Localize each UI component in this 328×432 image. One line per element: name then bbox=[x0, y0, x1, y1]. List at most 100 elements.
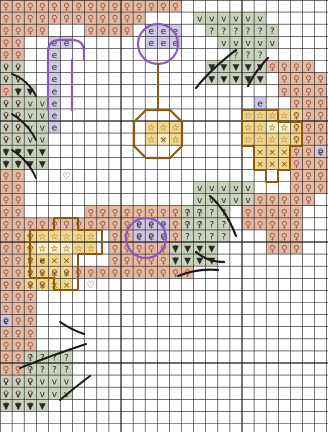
stitch-symbol: e bbox=[3, 317, 9, 327]
stitch-symbol: ☆ bbox=[292, 136, 300, 146]
stitch-symbol: ? bbox=[209, 220, 214, 230]
stitch-symbol: e bbox=[161, 27, 167, 37]
stitch-symbol: ▼ bbox=[232, 75, 239, 85]
stitch-symbol: ▼ bbox=[172, 245, 179, 255]
stitch-symbol: ♀ bbox=[3, 269, 10, 279]
stitch-symbol: ♀ bbox=[257, 196, 264, 206]
stitch-symbol: ♀ bbox=[112, 15, 119, 25]
stitch-symbol: ? bbox=[197, 220, 202, 230]
stitch-symbol: ♀ bbox=[87, 269, 94, 279]
heart-symbol: ♡ bbox=[87, 281, 95, 291]
stitch-symbol: e bbox=[148, 232, 154, 242]
stitch-symbol: ♀ bbox=[112, 27, 119, 37]
stitch-symbol: ♀ bbox=[3, 15, 10, 25]
stitch-symbol: ♀ bbox=[281, 63, 288, 73]
stitch-symbol: ? bbox=[197, 232, 202, 242]
stitch-symbol: ♀ bbox=[281, 220, 288, 230]
stitch-symbol: ☆ bbox=[280, 136, 288, 146]
stitch-symbol: ☆ bbox=[256, 136, 264, 146]
stitch-symbol: v bbox=[233, 196, 239, 206]
stitch-symbol: ? bbox=[270, 27, 275, 37]
stitch-symbol: ♀ bbox=[15, 232, 22, 242]
stitch-symbol: ♀ bbox=[3, 51, 10, 61]
stitch-symbol: ♀ bbox=[3, 220, 10, 230]
stitch-symbol: ♀ bbox=[317, 160, 324, 170]
stitch-symbol: ♀ bbox=[3, 184, 10, 194]
stitch-symbol: ☆ bbox=[147, 124, 155, 134]
stitch-symbol: v bbox=[40, 378, 46, 388]
stitch-symbol: ♀ bbox=[305, 148, 312, 158]
stitch-symbol: ♀ bbox=[136, 3, 143, 13]
stitch-symbol: v bbox=[3, 124, 9, 134]
stitch-symbol: ♀ bbox=[27, 305, 34, 315]
stitch-symbol: v bbox=[209, 184, 215, 194]
stitch-symbol: v bbox=[221, 196, 227, 206]
stitch-symbol: v bbox=[40, 124, 46, 134]
stitch-symbol: ♀ bbox=[124, 269, 131, 279]
stitch-symbol: ♀ bbox=[51, 3, 58, 13]
stitch-symbol: ♀ bbox=[3, 305, 10, 315]
stitch-symbol: ♀ bbox=[3, 281, 10, 291]
stitch-symbol: ♀ bbox=[293, 208, 300, 218]
highlight-cell bbox=[63, 75, 71, 83]
stitch-symbol: e bbox=[136, 220, 142, 230]
stitch-symbol: ? bbox=[246, 51, 251, 61]
stitch-symbol: ♀ bbox=[15, 184, 22, 194]
stitch-symbol: ♀ bbox=[27, 329, 34, 339]
stitch-symbol: ? bbox=[64, 353, 69, 363]
stitch-symbol: e bbox=[52, 63, 58, 73]
stitch-symbol: ☆ bbox=[244, 136, 252, 146]
stitch-symbol: v bbox=[40, 136, 46, 146]
stitch-symbol: ♀ bbox=[112, 245, 119, 255]
stitch-symbol: v bbox=[3, 63, 9, 73]
stitch-symbol: × bbox=[281, 160, 289, 170]
stitch-symbol: v bbox=[233, 39, 239, 49]
stitch-symbol: v bbox=[28, 390, 34, 400]
stitch-symbol: ♀ bbox=[269, 196, 276, 206]
stitch-symbol: ♀ bbox=[245, 208, 252, 218]
stitch-symbol: ♀ bbox=[3, 39, 10, 49]
stitch-symbol: v bbox=[197, 184, 203, 194]
stitch-symbol: ♀ bbox=[293, 245, 300, 255]
stitch-symbol: ♀ bbox=[63, 15, 70, 25]
stitch-symbol: ♀ bbox=[112, 257, 119, 267]
stitch-symbol: ▼ bbox=[232, 63, 239, 73]
stitch-symbol: ♀ bbox=[3, 3, 10, 13]
stitch-symbol: v bbox=[3, 136, 9, 146]
stitch-symbol: ♀ bbox=[3, 341, 10, 351]
stitch-symbol: ♀ bbox=[172, 269, 179, 279]
stitch-symbol: v bbox=[3, 111, 9, 121]
stitch-symbol: ♀ bbox=[15, 39, 22, 49]
stitch-symbol: ? bbox=[40, 366, 45, 376]
stitch-symbol: v bbox=[40, 99, 46, 109]
stitch-symbol: ♀ bbox=[3, 293, 10, 303]
stitch-symbol: ♀ bbox=[281, 75, 288, 85]
stitch-symbol: ♀ bbox=[269, 63, 276, 73]
stitch-symbol: v bbox=[3, 390, 9, 400]
stitch-symbol: × bbox=[26, 281, 34, 291]
stitch-symbol: ♀ bbox=[305, 87, 312, 97]
stitch-symbol: ♀ bbox=[293, 172, 300, 182]
stitch-symbol: ♀ bbox=[112, 232, 119, 242]
stitch-symbol: e bbox=[318, 148, 324, 158]
stitch-symbol: × bbox=[281, 148, 289, 158]
stitch-symbol: ♀ bbox=[293, 160, 300, 170]
stitch-symbol: ♀ bbox=[281, 87, 288, 97]
stitch-symbol: v bbox=[245, 184, 251, 194]
stitch-symbol: ? bbox=[185, 208, 190, 218]
stitch-symbol: v bbox=[15, 378, 21, 388]
stitch-symbol: ♀ bbox=[124, 15, 131, 25]
stitch-symbol: ▼ bbox=[27, 148, 34, 158]
stitch-symbol: × bbox=[63, 257, 71, 267]
stitch-symbol: ♀ bbox=[172, 208, 179, 218]
stitch-symbol: ♀ bbox=[87, 208, 94, 218]
stitch-symbol: ☆ bbox=[38, 232, 46, 242]
stitch-symbol: v bbox=[221, 184, 227, 194]
stitch-symbol: ♀ bbox=[51, 15, 58, 25]
stitch-symbol: ? bbox=[28, 366, 33, 376]
stitch-symbol: e bbox=[52, 99, 58, 109]
stitch-symbol: ♀ bbox=[75, 3, 82, 13]
stitch-symbol: v bbox=[245, 39, 251, 49]
stitch-symbol: ♀ bbox=[148, 208, 155, 218]
stitch-symbol: ♀ bbox=[317, 184, 324, 194]
